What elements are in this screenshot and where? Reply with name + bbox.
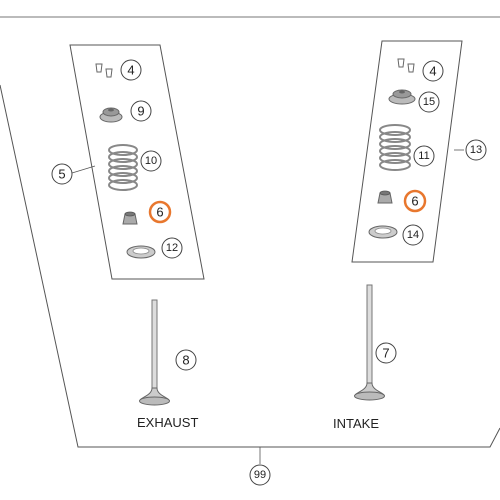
exhaust-kit-panel <box>69 44 205 280</box>
callout-ex-seat: 12 <box>161 237 183 259</box>
svg-text:11: 11 <box>418 150 429 162</box>
callout-set: 99 <box>249 464 271 486</box>
callout-ex-seal: 6 <box>148 200 172 224</box>
callout-in-seal: 6 <box>403 189 427 213</box>
svg-text:12: 12 <box>166 242 178 254</box>
exhaust-retainer-part <box>99 107 123 123</box>
intake-spring-part <box>379 124 411 171</box>
callout-in-kit: 13 <box>465 139 487 161</box>
svg-text:10: 10 <box>145 155 157 167</box>
exhaust-label: EXHAUST <box>137 415 198 430</box>
intake-label: INTAKE <box>333 416 379 431</box>
svg-text:4: 4 <box>127 63 134 78</box>
callout-in-spring: 11 <box>413 145 435 167</box>
callout-ex-kit: 5 <box>51 163 73 185</box>
exhaust-keeper-part <box>95 63 113 78</box>
intake-retainer-part <box>388 89 416 105</box>
svg-text:7: 7 <box>382 346 389 361</box>
intake-valve-part <box>354 284 385 401</box>
intake-kit-panel <box>351 40 463 263</box>
callout-in-valve: 7 <box>375 342 397 364</box>
svg-text:15: 15 <box>423 96 435 108</box>
svg-text:6: 6 <box>156 205 163 220</box>
svg-text:8: 8 <box>182 353 189 368</box>
exhaust-valve-part <box>139 299 170 406</box>
callout-ex-keeper: 4 <box>120 59 142 81</box>
callout-in-keeper: 4 <box>422 60 444 82</box>
callout-ex-spring: 10 <box>140 150 162 172</box>
svg-text:9: 9 <box>137 104 144 119</box>
svg-text:4: 4 <box>429 64 436 79</box>
svg-text:6: 6 <box>411 194 418 209</box>
assembly-outline <box>0 84 500 448</box>
leader-lines <box>71 149 464 464</box>
svg-text:14: 14 <box>407 229 419 241</box>
intake-seat-part <box>368 225 398 239</box>
callout-ex-retainer: 9 <box>130 100 152 122</box>
exhaust-seal-part <box>122 211 138 225</box>
callout-ex-valve: 8 <box>175 349 197 371</box>
intake-keeper-part <box>397 58 415 73</box>
svg-text:99: 99 <box>254 469 266 481</box>
svg-text:13: 13 <box>470 144 482 156</box>
exhaust-seat-part <box>126 245 156 259</box>
callout-in-seat: 14 <box>402 224 424 246</box>
svg-text:5: 5 <box>58 167 65 182</box>
intake-seal-part <box>377 190 393 204</box>
callout-in-retainer: 15 <box>418 91 440 113</box>
exhaust-spring-part <box>108 144 138 191</box>
